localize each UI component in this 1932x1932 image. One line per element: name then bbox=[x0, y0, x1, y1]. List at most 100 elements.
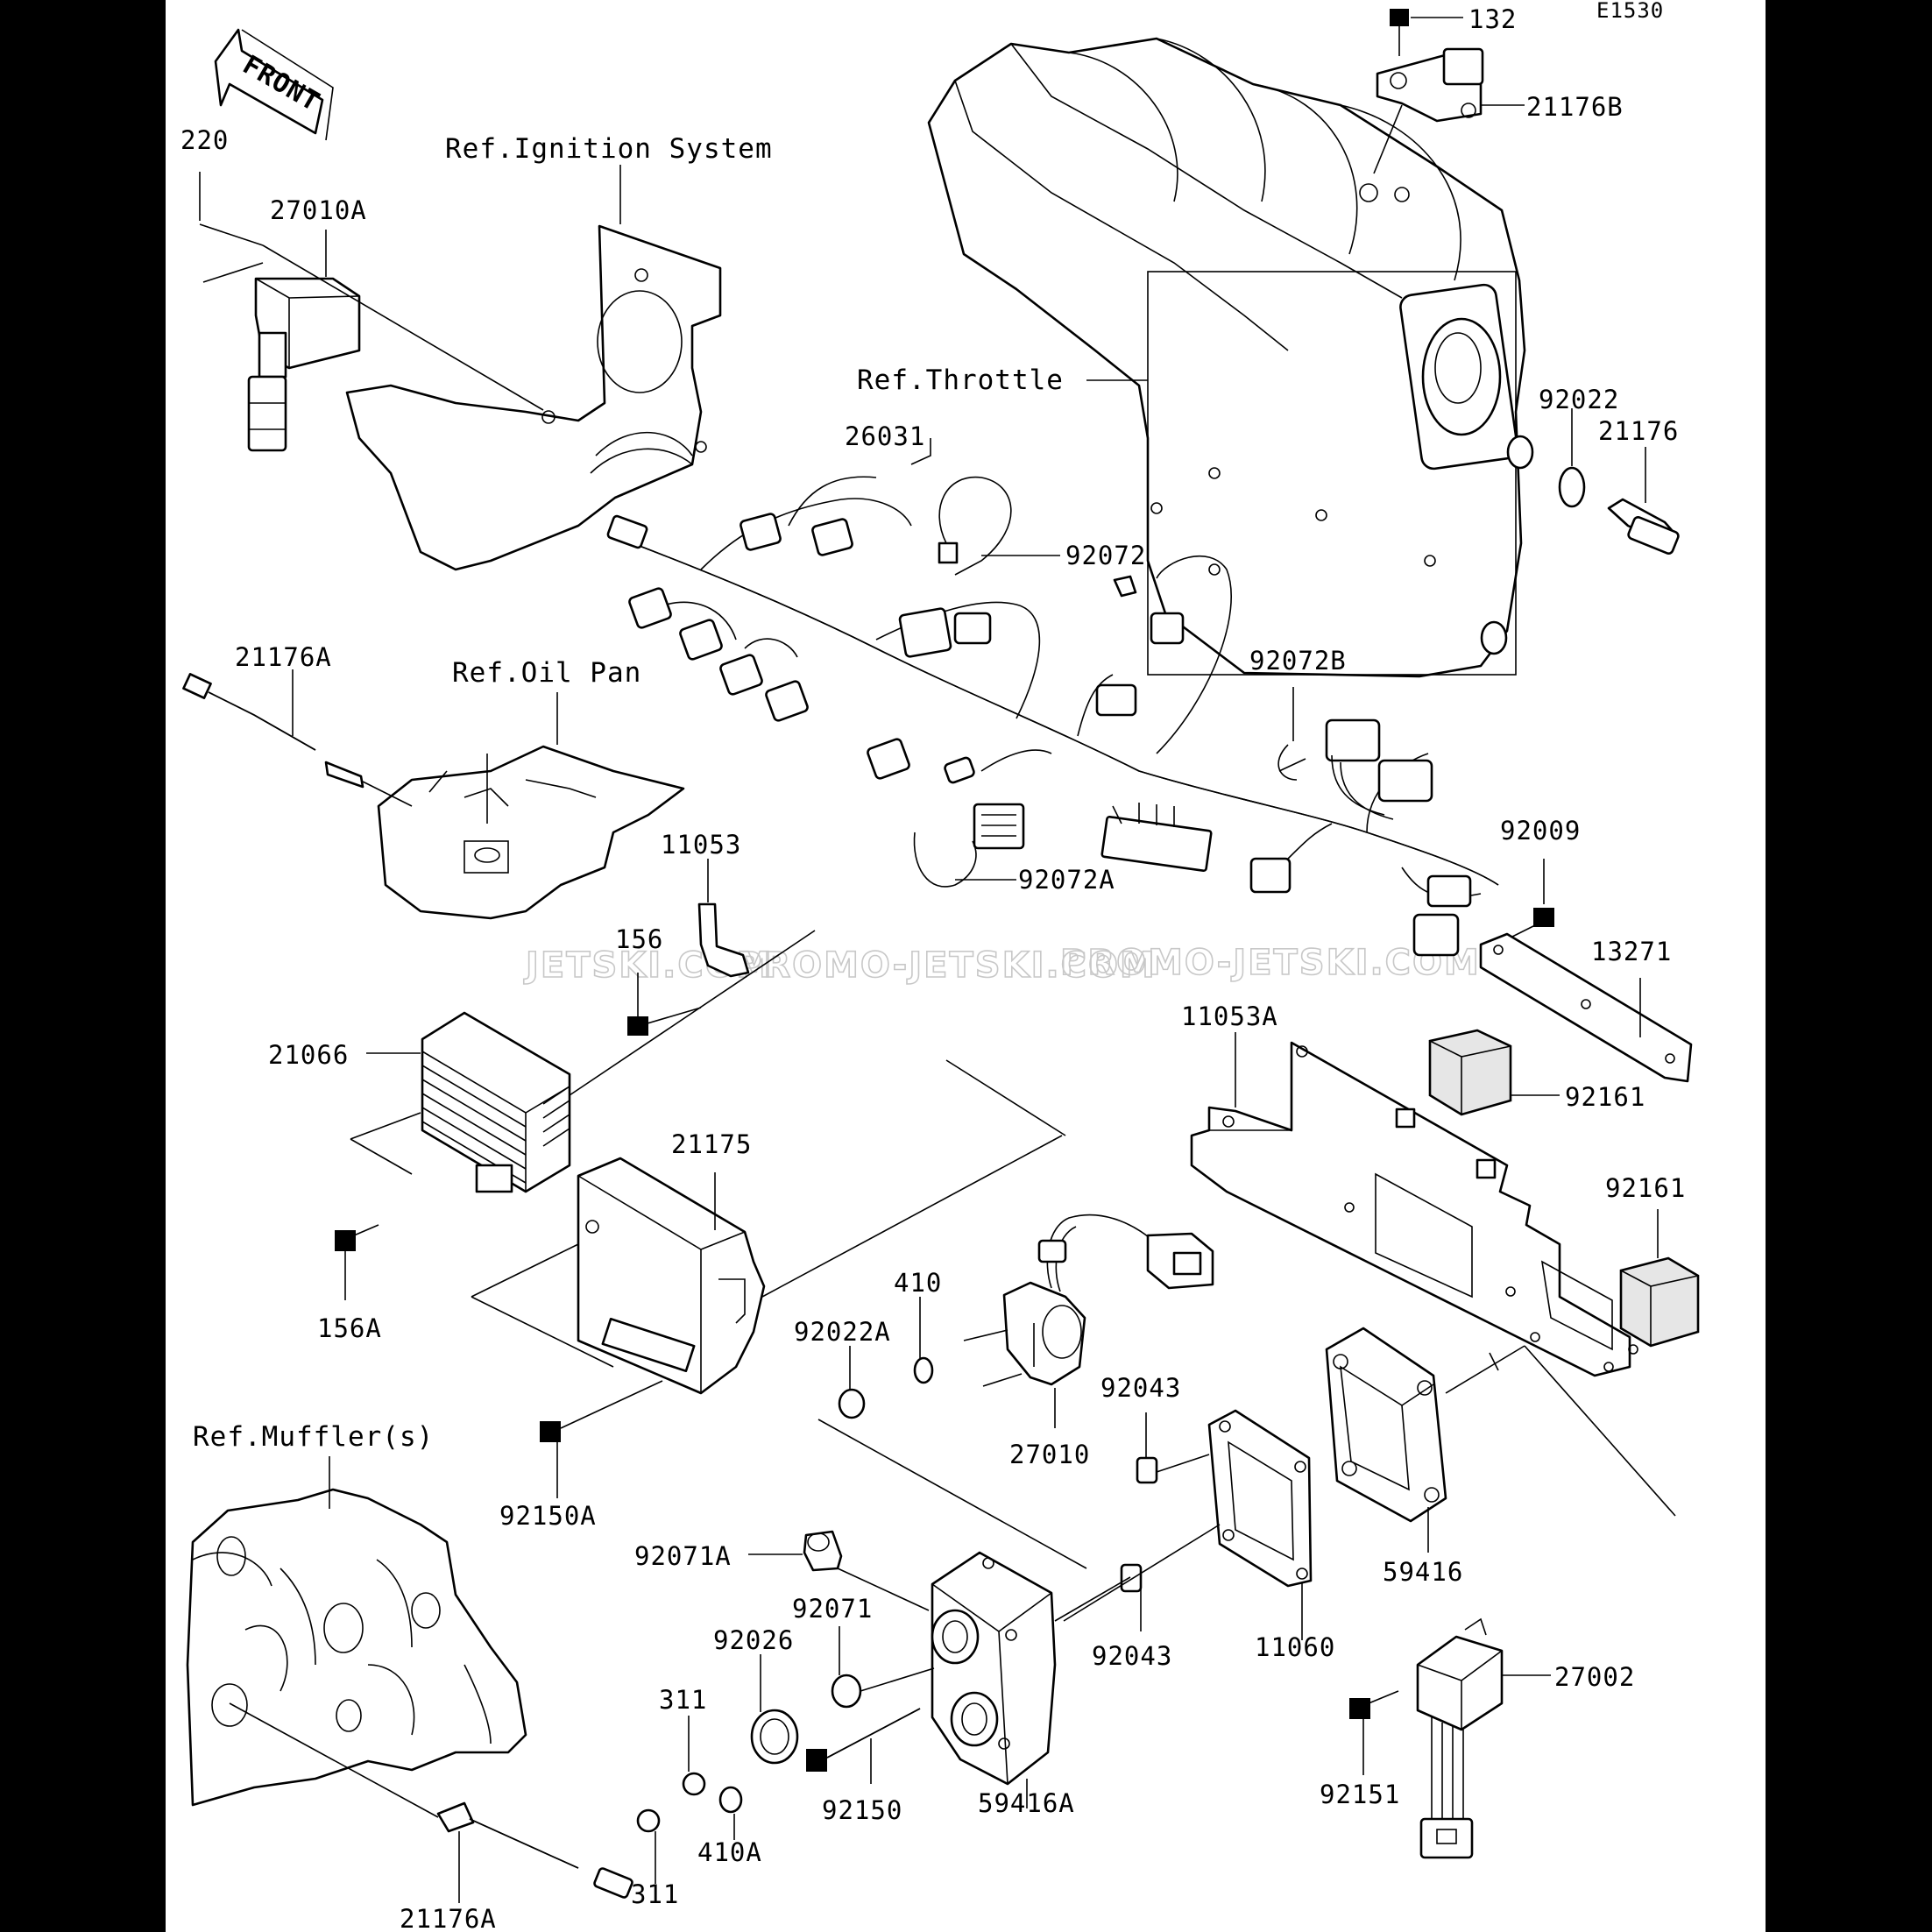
part-label-27010: 27010 bbox=[1009, 1440, 1090, 1469]
mounting-plate-11053A bbox=[1190, 1041, 1638, 1377]
ignition-bracket bbox=[345, 224, 722, 571]
rubber-damper-92161-a-icon bbox=[1428, 1029, 1512, 1116]
part-label-92071: 92071 bbox=[792, 1594, 873, 1624]
part-label-220: 220 bbox=[180, 125, 229, 155]
part-label-59416: 59416 bbox=[1383, 1557, 1463, 1587]
part-label-92161-b: 92161 bbox=[1605, 1173, 1686, 1203]
part-label-92022A: 92022A bbox=[794, 1317, 891, 1347]
part-label-92150A: 92150A bbox=[499, 1501, 597, 1531]
part-labels: 132 21176B 220 27010A 92022 21176 26031 … bbox=[180, 4, 1686, 1932]
part-label-92009: 92009 bbox=[1500, 816, 1581, 846]
bolt-220-icon bbox=[199, 223, 264, 246]
cable-tie-92072A-icon bbox=[913, 832, 977, 888]
starter-relay-27010 bbox=[963, 1214, 1214, 1387]
gasket-11060 bbox=[1207, 1409, 1313, 1588]
part-label-311-b: 311 bbox=[631, 1879, 679, 1909]
part-label-92043-a: 92043 bbox=[1100, 1373, 1181, 1403]
ref-ignition-system: Ref.Ignition System bbox=[445, 133, 773, 165]
dowel-pin-92043-b-icon bbox=[1120, 1563, 1143, 1593]
sensor-21176-icon bbox=[1607, 498, 1680, 555]
bolt-92151-icon bbox=[1349, 1690, 1399, 1719]
part-label-132: 132 bbox=[1468, 4, 1517, 34]
part-label-92043-b: 92043 bbox=[1092, 1641, 1172, 1671]
leader-26031 bbox=[910, 438, 931, 465]
sensor-21176A-top bbox=[182, 673, 364, 789]
part-label-92151: 92151 bbox=[1320, 1780, 1400, 1809]
part-label-21066: 21066 bbox=[268, 1040, 349, 1070]
leader-21176B-throttle bbox=[1373, 104, 1403, 174]
part-label-92072A: 92072A bbox=[1018, 865, 1115, 895]
bolt-92150-icon bbox=[806, 1708, 921, 1772]
ref-throttle: Ref.Throttle bbox=[857, 364, 1064, 396]
relay-27002 bbox=[1416, 1617, 1504, 1859]
part-label-11060: 11060 bbox=[1255, 1632, 1335, 1662]
part-label-26031: 26031 bbox=[845, 421, 925, 451]
bolt-92009-icon bbox=[1506, 908, 1554, 940]
throttle-body bbox=[927, 37, 1534, 678]
washer-92022A-icon bbox=[838, 1388, 866, 1419]
watermark: JETSKI.COM PROMO-JETSKI.COM PROMO-JETSKI… bbox=[522, 942, 1481, 987]
part-label-11053: 11053 bbox=[661, 830, 741, 860]
rubber-damper-92161-b-icon bbox=[1619, 1256, 1700, 1348]
bolt-92150A-icon bbox=[540, 1380, 663, 1442]
part-label-13271: 13271 bbox=[1591, 937, 1672, 966]
part-label-92071A: 92071A bbox=[634, 1541, 732, 1571]
part-label-21176A-bottom: 21176A bbox=[400, 1904, 497, 1932]
regulator-21066 bbox=[421, 1011, 571, 1193]
cover-59416 bbox=[1325, 1327, 1447, 1523]
leader-59416-mount bbox=[1445, 1345, 1676, 1517]
leader-21066-mount bbox=[350, 930, 816, 1175]
part-label-21176A-top: 21176A bbox=[235, 642, 332, 672]
dowel-pin-92043-a-icon bbox=[1136, 1456, 1158, 1484]
part-label-311-a: 311 bbox=[659, 1685, 707, 1715]
leader-27010A-bracket bbox=[202, 244, 544, 411]
nut-311-a-icon bbox=[682, 1772, 706, 1796]
bracket-11053 bbox=[697, 902, 750, 978]
leader-21176A-oilpan bbox=[362, 781, 413, 807]
part-label-410A: 410A bbox=[697, 1837, 762, 1867]
part-label-156A: 156A bbox=[317, 1313, 382, 1343]
cable-tie-92072-icon bbox=[938, 476, 1012, 576]
ref-muffler: Ref.Muffler(s) bbox=[193, 1421, 434, 1453]
part-label-156: 156 bbox=[615, 924, 663, 954]
part-label-92161-a: 92161 bbox=[1565, 1082, 1645, 1112]
grommet-92071-icon bbox=[831, 1674, 862, 1709]
part-label-21176B: 21176B bbox=[1526, 92, 1624, 122]
part-label-92022: 92022 bbox=[1539, 385, 1619, 414]
bolt-156-icon bbox=[627, 1007, 702, 1036]
case-59416A bbox=[931, 1551, 1057, 1786]
leader-11060-cover bbox=[1063, 1524, 1221, 1622]
part-label-27010A: 27010A bbox=[270, 195, 367, 225]
starter-relay-27010A bbox=[247, 277, 361, 452]
leader-92071A-case bbox=[837, 1568, 930, 1611]
wiring-harness-26031 bbox=[606, 476, 1499, 957]
nut-311-b-icon bbox=[636, 1808, 661, 1833]
leader-21175-mount bbox=[471, 1135, 1063, 1368]
muffler-ref bbox=[186, 1488, 527, 1807]
part-label-27002: 27002 bbox=[1554, 1662, 1635, 1692]
part-label-92026: 92026 bbox=[713, 1625, 794, 1655]
oil-pan-ref bbox=[377, 745, 685, 920]
part-label-92072: 92072 bbox=[1065, 541, 1146, 570]
leader-27010-mount bbox=[817, 1059, 1087, 1569]
watermark-text-2: PROMO-JETSKI.COM bbox=[736, 945, 1157, 986]
strap-13271 bbox=[1479, 932, 1693, 1083]
leader-21176A-muffler bbox=[229, 1702, 439, 1818]
leader-59416A-pin bbox=[1054, 1576, 1131, 1622]
diagram-code: E1530 bbox=[1596, 0, 1664, 23]
part-label-21176: 21176 bbox=[1598, 416, 1679, 446]
leader-92043-a-to-gasket bbox=[1156, 1454, 1210, 1473]
sensor-21176B bbox=[1376, 9, 1484, 123]
ref-oil-pan: Ref.Oil Pan bbox=[452, 657, 641, 689]
watermark-text-3: PROMO-JETSKI.COM bbox=[1060, 943, 1481, 983]
part-label-410: 410 bbox=[894, 1268, 942, 1298]
part-label-92150: 92150 bbox=[822, 1795, 902, 1825]
front-arrow-icon: FRONT bbox=[214, 28, 334, 141]
washer-92022-icon bbox=[1558, 466, 1586, 508]
oil-seal-92026-icon bbox=[750, 1709, 799, 1765]
ecu-21175 bbox=[577, 1157, 766, 1395]
part-label-59416A: 59416A bbox=[978, 1788, 1075, 1818]
cable-tie-92072B-icon bbox=[1277, 744, 1306, 781]
